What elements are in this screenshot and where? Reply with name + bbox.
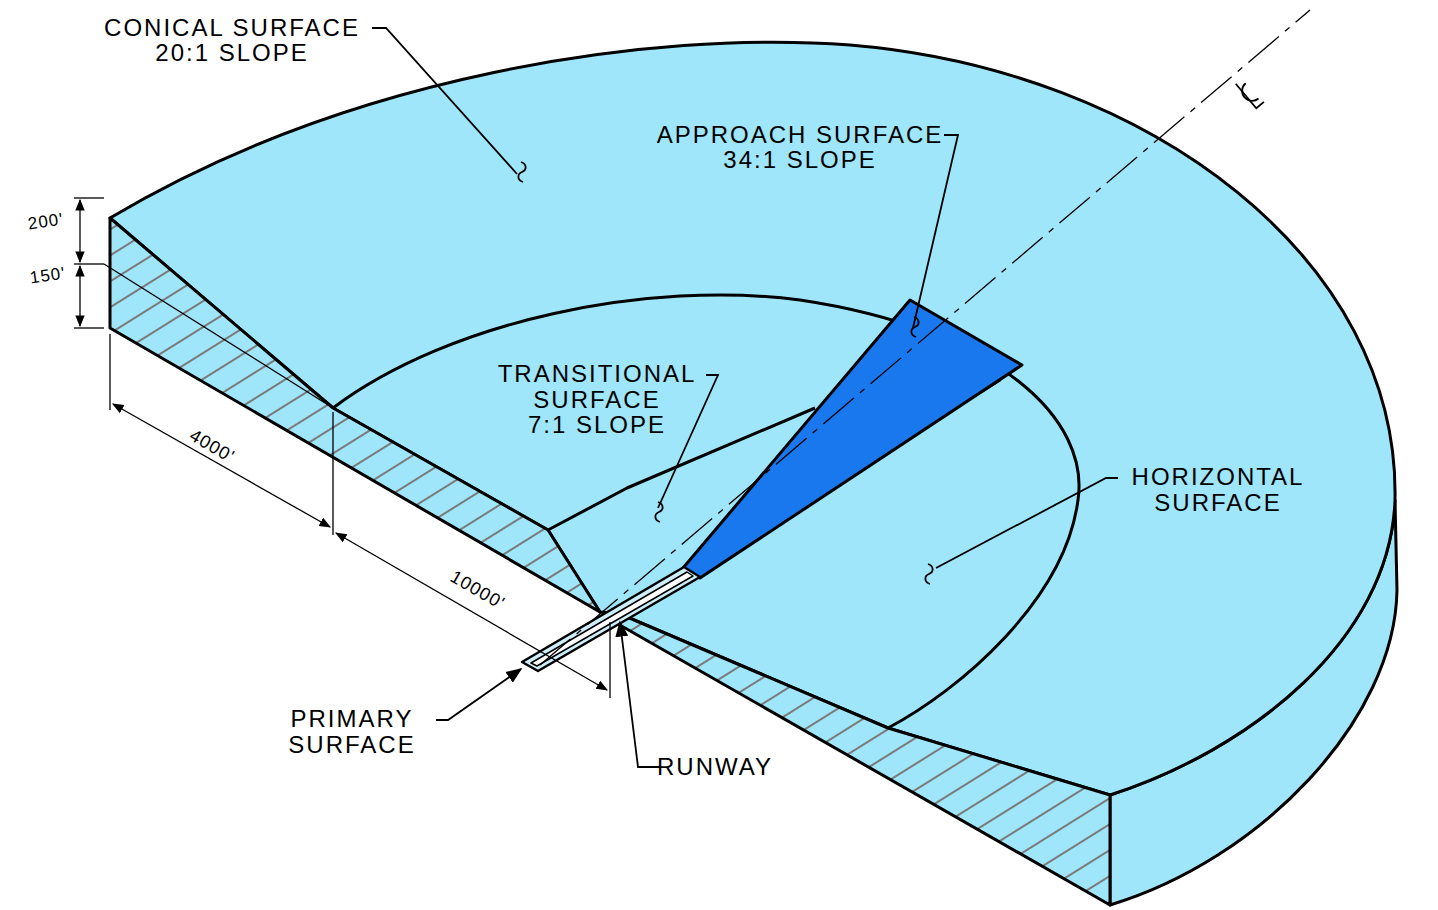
- surface-name: TRANSITIONAL SURFACE: [491, 361, 703, 413]
- surface-name: HORIZONTAL SURFACE: [1123, 464, 1313, 516]
- surface-name: APPROACH SURFACE: [657, 122, 944, 148]
- leader-lines: [372, 28, 1118, 767]
- horizontal-surface-edge: [333, 295, 1079, 728]
- slope-ratio: 20:1 SLOPE: [155, 40, 308, 66]
- surface-name: PRIMARY SURFACE: [282, 706, 422, 758]
- slope-ratio: 7:1 SLOPE: [528, 412, 666, 438]
- dimension-lines: [74, 198, 610, 698]
- cut-section: [110, 218, 600, 612]
- approach-surface: [683, 300, 1022, 578]
- primary-surface: [522, 567, 700, 671]
- dimension-label: 200': [27, 210, 65, 235]
- centerline: [540, 10, 1310, 665]
- slope-ratio: 34:1 SLOPE: [723, 147, 876, 173]
- surface-name: RUNWAY: [657, 754, 773, 780]
- dimension-label: 150': [29, 264, 67, 289]
- dimension-label: 10000': [447, 566, 509, 613]
- surface-name: CONICAL SURFACE: [104, 15, 360, 41]
- centerline-symbol: [1234, 77, 1264, 109]
- cut-section: [604, 614, 1110, 905]
